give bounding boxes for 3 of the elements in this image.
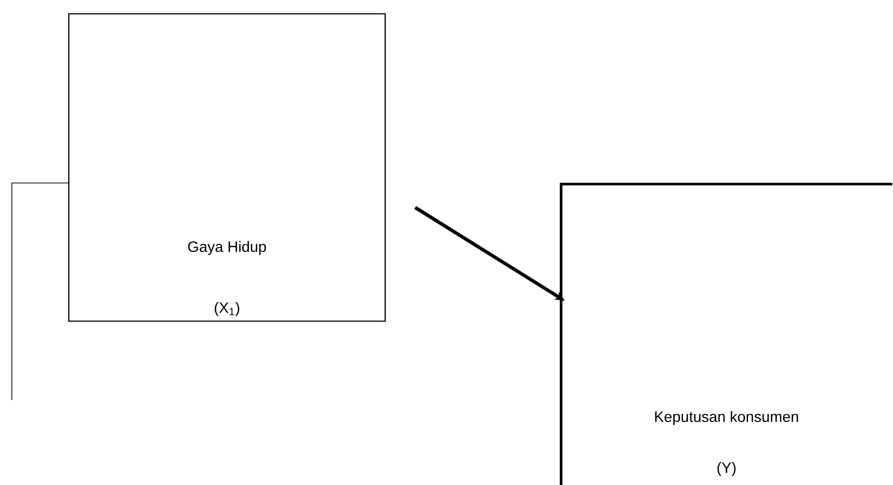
- variable-box: Gaya Hidup (X$_{1}$): [68, 13, 386, 322]
- connector-line: [11, 182, 70, 400]
- variable-box: Keputusan konsumen (Y): [560, 182, 892, 485]
